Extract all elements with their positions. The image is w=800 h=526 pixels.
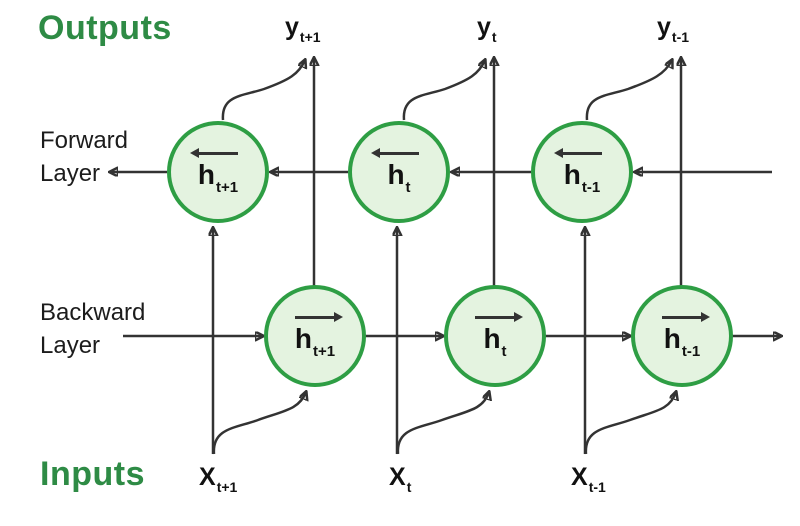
output-label-y-tp1: yt+1 (285, 13, 321, 45)
hidden-label-sub: t+1 (216, 179, 239, 196)
hidden-label-base: h (663, 323, 681, 354)
curve-input-to-backward-tm1-icon (584, 392, 676, 455)
input-label-x-tm1: Xt-1 (571, 463, 606, 495)
right-arrow-icon (295, 312, 343, 322)
backward-layer-label-line1: Backward (40, 299, 146, 326)
curve-forward-to-output-tm1-icon (585, 60, 672, 121)
input-label-base: X (199, 463, 216, 491)
backward-layer-label-line2: Layer (40, 332, 101, 359)
hidden-node-label: ht-1 (663, 323, 701, 361)
backward-hidden-node-tp1: ht+1 (264, 285, 366, 387)
right-arrow-icon (662, 312, 710, 322)
input-label-base: X (389, 463, 406, 491)
hidden-label-sub: t-1 (681, 343, 701, 360)
forward-hidden-node-tp1: ht+1 (167, 121, 269, 223)
hidden-label-base: h (294, 323, 312, 354)
output-label-base: y (477, 13, 491, 41)
hidden-node-label: ht+1 (197, 159, 239, 197)
hidden-label-base: h (483, 323, 501, 354)
hidden-label-sub: t+1 (313, 343, 336, 360)
hidden-label-sub: t (405, 179, 411, 196)
input-label-sub: t+1 (216, 479, 238, 495)
hidden-label-base: h (387, 159, 405, 190)
backward-hidden-node-t: ht (444, 285, 546, 387)
forward-layer-label: Forward Layer (40, 124, 128, 190)
curve-forward-to-output-t-icon (402, 60, 485, 121)
hidden-label-sub: t (501, 343, 507, 360)
curve-forward-to-output-tp1-icon (221, 60, 305, 121)
input-label-x-t: Xt (389, 463, 412, 495)
input-label-sub: t-1 (588, 479, 606, 495)
output-label-sub: t+1 (299, 29, 321, 45)
output-label-sub: t (491, 29, 497, 45)
left-arrow-icon (371, 148, 419, 158)
input-label-base: X (571, 463, 588, 491)
input-label-x-tp1: Xt+1 (199, 463, 238, 495)
backward-hidden-node-tm1: ht-1 (631, 285, 733, 387)
output-label-y-t: yt (477, 13, 497, 45)
output-label-sub: t-1 (671, 29, 690, 45)
forward-layer-label-line1: Forward (40, 127, 129, 154)
outputs-heading: Outputs (38, 9, 172, 47)
curve-input-to-backward-tp1-icon (212, 392, 306, 455)
hidden-node-label: ht (387, 159, 411, 197)
output-label-base: y (285, 13, 299, 41)
hidden-label-base: h (563, 159, 581, 190)
hidden-node-label: ht-1 (563, 159, 601, 197)
hidden-node-label: ht+1 (294, 323, 336, 361)
hidden-label-sub: t-1 (581, 179, 601, 196)
curve-input-to-backward-t-icon (396, 392, 489, 455)
output-label-y-tm1: yt-1 (657, 13, 690, 45)
hidden-label-base: h (197, 159, 215, 190)
input-label-sub: t (406, 479, 412, 495)
forward-layer-label-line2: Layer (40, 160, 101, 187)
left-arrow-icon (554, 148, 602, 158)
left-arrow-icon (190, 148, 238, 158)
hidden-node-label: ht (483, 323, 507, 361)
output-label-base: y (657, 13, 671, 41)
backward-layer-label: Backward Layer (40, 296, 145, 362)
inputs-heading: Inputs (40, 455, 145, 493)
right-arrow-icon (475, 312, 523, 322)
forward-hidden-node-tm1: ht-1 (531, 121, 633, 223)
forward-hidden-node-t: ht (348, 121, 450, 223)
